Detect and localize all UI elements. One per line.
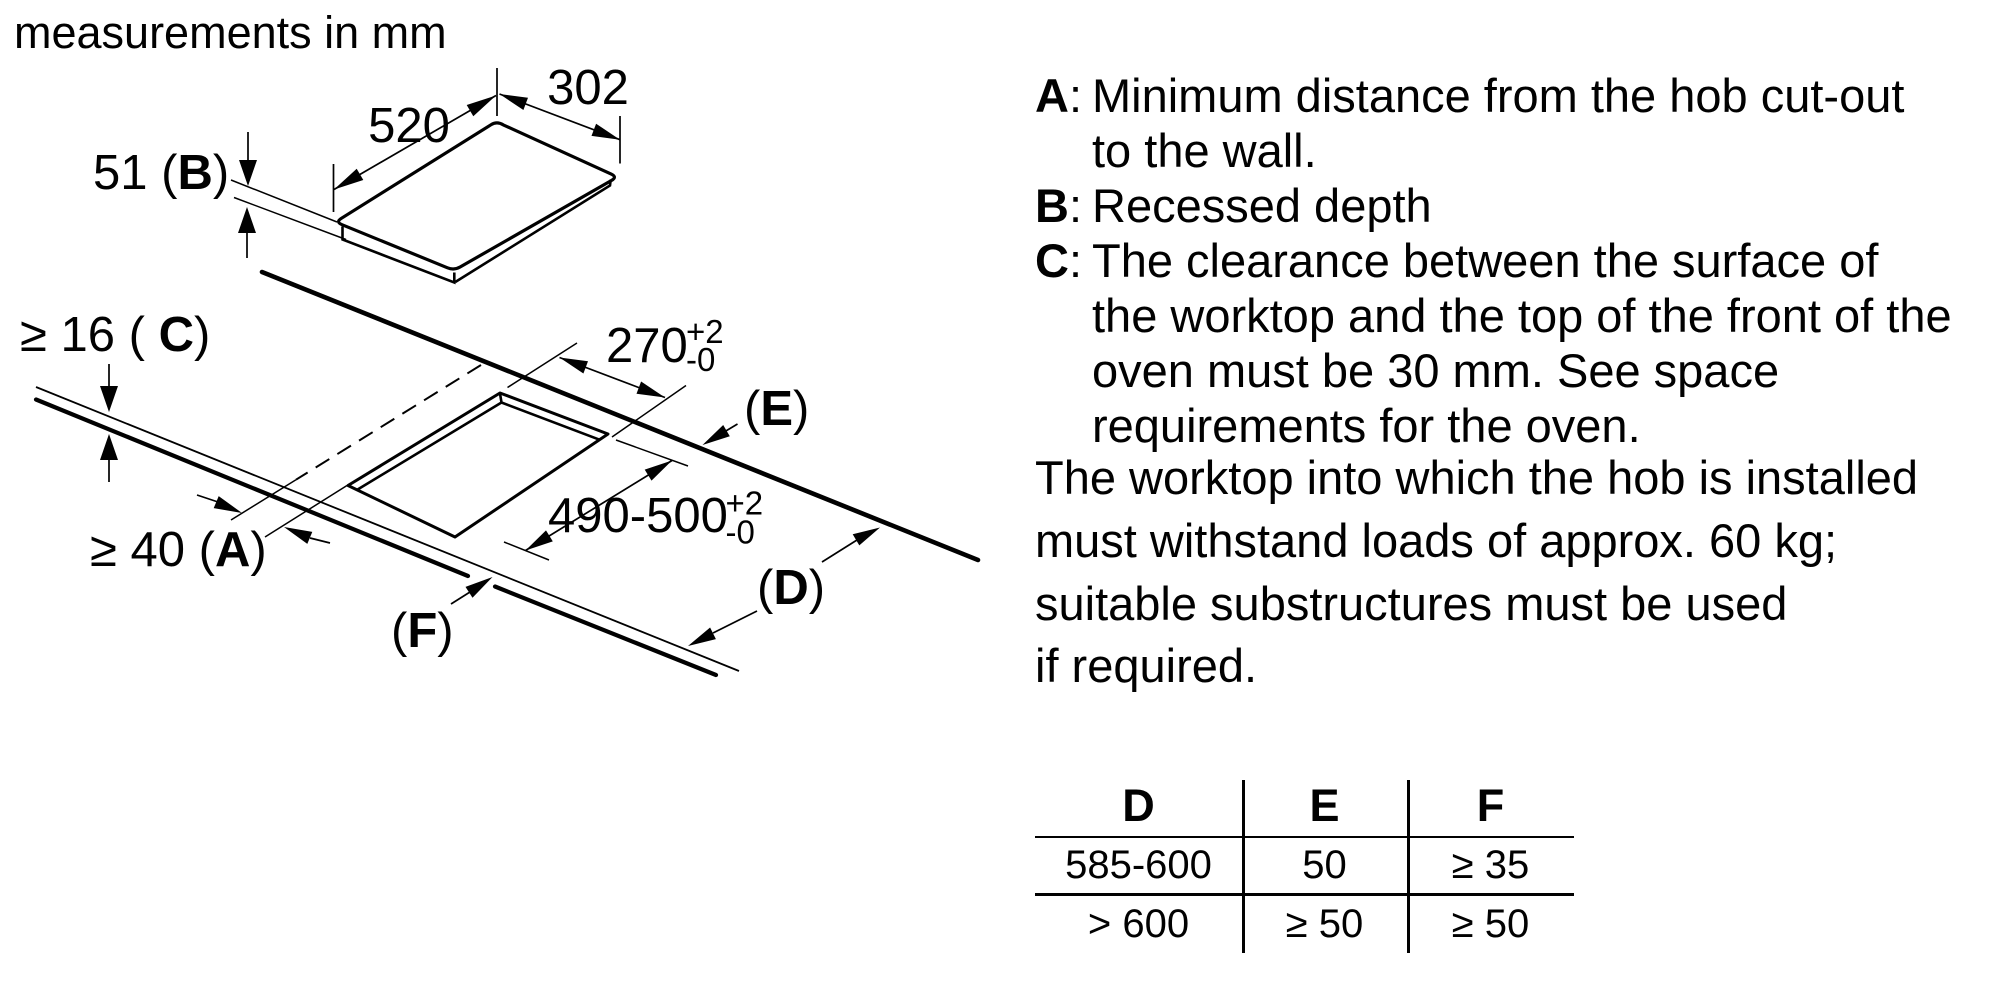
dim-c-text: ≥ 16 ( C) — [20, 308, 210, 362]
table-header-f: F — [1476, 780, 1505, 831]
dim-b-text: 51 (B) — [93, 146, 229, 200]
page-title: measurements in mm — [14, 7, 447, 58]
cutout-opening — [346, 391, 610, 539]
worktop-back-edge — [259, 269, 981, 563]
dim-520-line — [333, 94, 497, 191]
dim-270-ext-lines — [507, 342, 687, 438]
cutout-inner-walls — [356, 393, 600, 492]
label-f-leader — [450, 591, 471, 605]
dim-a-ext-line — [264, 484, 348, 538]
dim-b-arrow-up — [238, 207, 256, 233]
dim-270-text: 270 — [606, 319, 688, 373]
installation-drawing: 520 302 51 (B) ≥ 16 ( C) ≥ 40 (A) 270 +2… — [20, 61, 981, 678]
label-f-arrow — [465, 577, 493, 598]
dim-520-arrow-top — [466, 95, 496, 117]
dim-302-arrow-right — [591, 123, 620, 140]
label-d-arrow-up — [852, 527, 880, 546]
dim-c-arrow-down — [100, 386, 118, 412]
hob-body-right-edge — [454, 179, 612, 284]
table-vline-2 — [1407, 780, 1410, 953]
dim-302-text: 302 — [547, 61, 629, 115]
hob-body-left-edge — [341, 226, 456, 285]
table-cell-r2-f: ≥ 50 — [1451, 902, 1530, 946]
label-d-leaders — [712, 539, 858, 634]
dim-520-text: 520 — [368, 99, 450, 153]
dim-490-text: 490-500 — [548, 489, 728, 543]
dim-270-arrow-left — [559, 357, 588, 374]
label-e-arrow — [702, 425, 730, 445]
table-cell-r2-e: ≥ 50 — [1285, 902, 1364, 946]
dim-302-arrow-left — [499, 94, 528, 110]
definition-c: C: The clearance between the surface of … — [1035, 233, 1952, 453]
legend-definitions: A: Minimum distance from the hob cut-out… — [1035, 68, 1952, 453]
drawing-labels: 520 302 51 (B) ≥ 16 ( C) ≥ 40 (A) 270 +2… — [20, 61, 825, 658]
definition-c-label: C: — [1035, 234, 1083, 287]
dim-270-arrow-right — [636, 381, 665, 398]
dim-490-arrow-upper — [644, 460, 672, 481]
dim-b-arrow-lines — [246, 132, 249, 258]
label-e-leader — [724, 423, 738, 433]
table-header-d: D — [1122, 780, 1155, 831]
dim-490-ext-lines — [503, 439, 689, 561]
worktop-front-bottom-edge — [33, 397, 719, 678]
dim-520-arrow-bottom — [334, 168, 364, 190]
dim-490-tol-minus: -0 — [726, 514, 755, 551]
wall-line-dashed — [295, 364, 482, 481]
definition-b: B: Recessed depth — [1035, 178, 1952, 233]
definition-a-text: Minimum distance from the hob cut-out to… — [1092, 69, 1905, 177]
dim-a-arrow-left — [213, 496, 242, 513]
table-cell-r1-d: 585-600 — [1065, 843, 1212, 887]
label-e-text: (E) — [744, 382, 809, 436]
worktop-front-top-edge — [35, 386, 740, 672]
table-cell-r1-f: ≥ 35 — [1451, 843, 1530, 887]
table-vline-1 — [1242, 780, 1245, 953]
dim-b-arrow-down — [239, 160, 257, 186]
dim-a-arrow-right — [284, 527, 313, 544]
definition-b-label: B: — [1035, 179, 1083, 232]
table-header-e: E — [1309, 780, 1340, 831]
load-note: The worktop into which the hob is instal… — [1035, 451, 1919, 693]
table-cell-r2-d: > 600 — [1087, 902, 1190, 946]
label-d-text: (D) — [757, 561, 825, 615]
hob-top-face — [337, 121, 616, 271]
wall-line-solid-extension — [230, 479, 297, 521]
dim-520-ext-lines — [332, 68, 498, 212]
dim-a-text: ≥ 40 (A) — [90, 523, 267, 577]
table-hline-2 — [1035, 893, 1574, 896]
label-f-text: (F) — [391, 604, 454, 658]
label-d-arrow-down — [688, 627, 716, 646]
dim-a-leaders — [196, 494, 331, 544]
definition-a-label: A: — [1035, 69, 1083, 122]
dim-490-line — [525, 459, 673, 552]
dim-490-tol-plus: +2 — [726, 485, 764, 522]
definition-c-text: The clearance between the surface of the… — [1092, 234, 1952, 452]
arrowheads — [100, 94, 880, 646]
dim-c-arrow-up — [100, 434, 118, 460]
dim-490-arrow-lower — [525, 530, 553, 551]
definition-a: A: Minimum distance from the hob cut-out… — [1035, 68, 1952, 178]
dim-270-tol-minus: -0 — [686, 341, 715, 378]
definition-b-text: Recessed depth — [1092, 179, 1432, 232]
drawing-lines — [33, 68, 981, 678]
table-hline-1 — [1035, 835, 1574, 839]
table-cell-r1-e: 50 — [1302, 843, 1347, 887]
dim-b-ext-lines — [230, 179, 347, 241]
dim-270-tol-plus: +2 — [686, 313, 724, 350]
